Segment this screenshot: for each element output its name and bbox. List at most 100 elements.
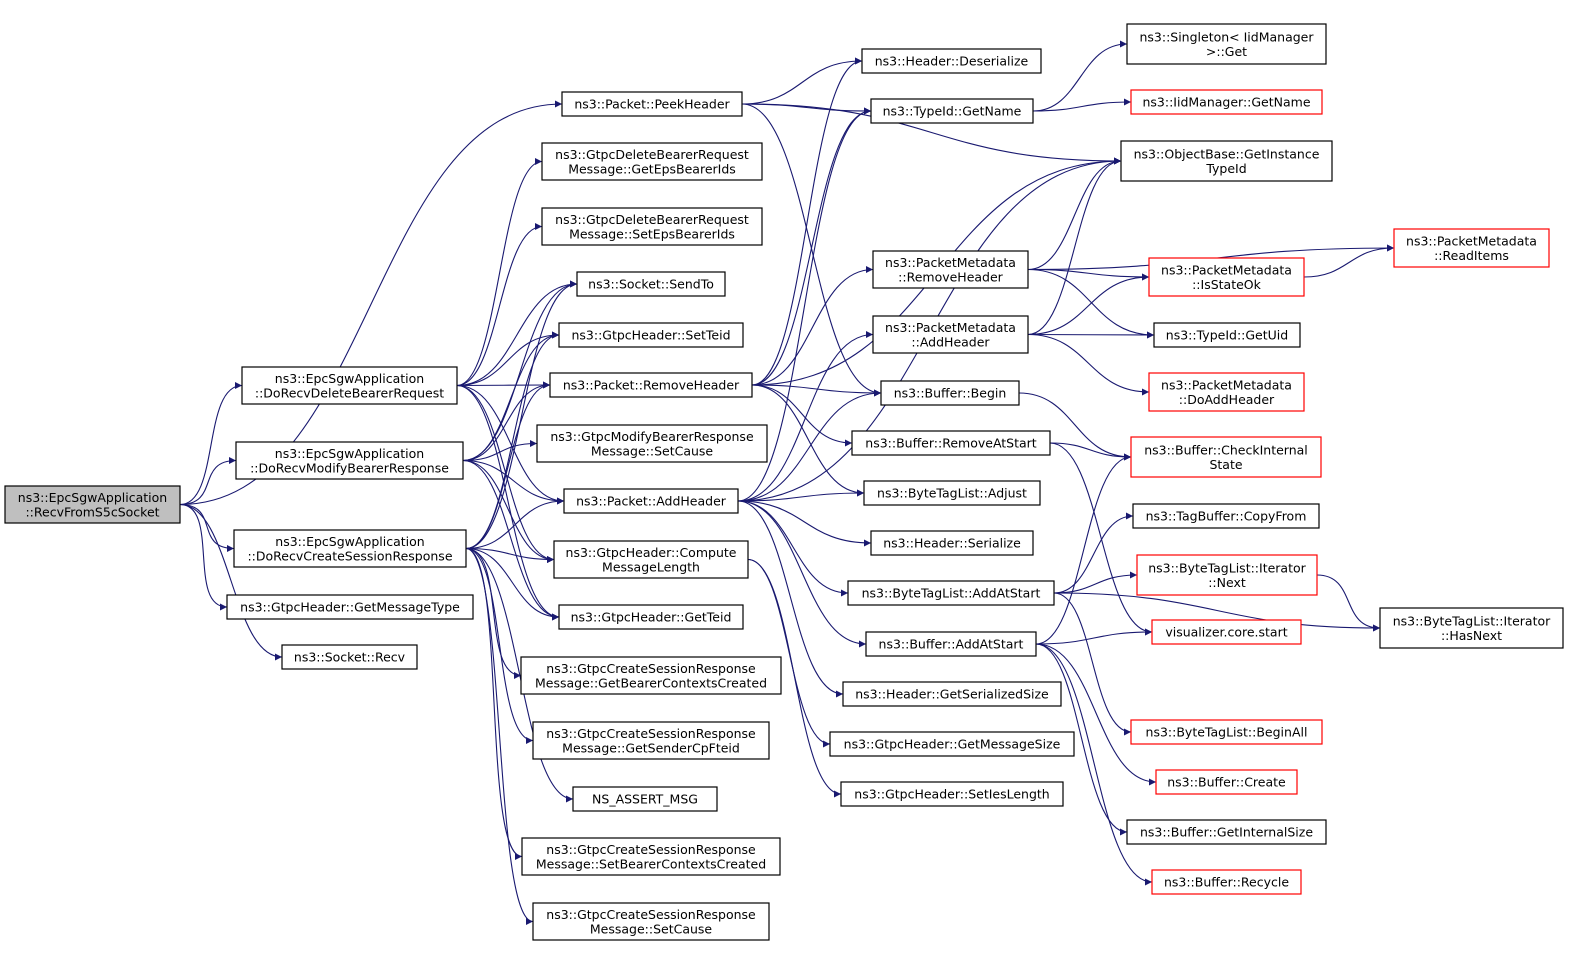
node-btlbeginall[interactable]: ns3::ByteTagList::BeginAll <box>1130 719 1323 745</box>
node-delgetids[interactable]: ns3::GtpcDeleteBearerRequestMessage::Get… <box>541 142 763 181</box>
node-box <box>1153 322 1301 348</box>
node-btliternext[interactable]: ns3::ByteTagList::Iterator::Next <box>1136 554 1318 596</box>
node-modsetcause[interactable]: ns3::GtpcModifyBearerResponseMessage::Se… <box>536 424 768 463</box>
edge-root-to-getmsgtype <box>179 503 228 611</box>
node-pmisstateok[interactable]: ns3::PacketMetadata::IsStateOk <box>1148 257 1305 297</box>
node-label: ns3::Header::Serialize <box>883 536 1021 551</box>
node-label: Message::SetCause <box>591 443 714 458</box>
node-bufbegin[interactable]: ns3::Buffer::Begin <box>880 380 1020 406</box>
node-nsassert[interactable]: NS_ASSERT_MSG <box>572 786 718 812</box>
node-delsetids[interactable]: ns3::GtpcDeleteBearerRequestMessage::Set… <box>541 207 763 246</box>
node-bufcreate[interactable]: ns3::Buffer::Create <box>1155 769 1298 795</box>
edge-addheader-to-hdrserialize <box>737 500 872 547</box>
node-iidgetname[interactable]: ns3::IidManager::GetName <box>1130 89 1323 115</box>
node-gtpcsetieslen[interactable]: ns3::GtpcHeader::SetIesLength <box>840 781 1064 807</box>
node-getmsgtype[interactable]: ns3::GtpcHeader::GetMessageType <box>226 594 474 620</box>
node-box <box>1151 619 1302 645</box>
edge-docreate-to-crsetbcc <box>465 547 523 860</box>
edge-bufaddatstart-to-bufcheckinternal <box>1035 453 1132 645</box>
node-box <box>1379 607 1564 649</box>
node-box <box>4 485 181 524</box>
node-bufgetinternalsize[interactable]: ns3::Buffer::GetInternalSize <box>1126 819 1327 845</box>
node-box <box>572 786 718 812</box>
node-sockrecv[interactable]: ns3::Socket::Recv <box>281 644 418 670</box>
node-box <box>829 731 1075 757</box>
node-setteid[interactable]: ns3::GtpcHeader::SetTeid <box>558 322 744 348</box>
node-box <box>1148 257 1305 297</box>
node-box <box>558 604 744 630</box>
node-bufrecycle[interactable]: ns3::Buffer::Recycle <box>1151 869 1302 895</box>
edge-domodify-to-getteid <box>462 459 560 621</box>
node-box <box>863 480 1041 506</box>
node-hdrdeser[interactable]: ns3::Header::Deserialize <box>861 48 1042 74</box>
nodes-layer: ns3::EpcSgwApplication::RecvFromS5cSocke… <box>4 23 1564 941</box>
node-box <box>553 540 749 579</box>
edge-docreate-to-getteid <box>465 547 560 621</box>
node-crsetbcc[interactable]: ns3::GtpcCreateSessionResponseMessage::S… <box>521 837 781 876</box>
node-peekheader[interactable]: ns3::Packet::PeekHeader <box>561 91 743 117</box>
node-singletonget[interactable]: ns3::Singleton< IidManager >::Get <box>1126 23 1327 65</box>
edge-removeheader-to-btladjust <box>751 384 865 497</box>
node-box <box>576 271 726 297</box>
node-crsetcause[interactable]: ns3::GtpcCreateSessionResponseMessage::S… <box>532 902 770 941</box>
node-bufaddatstart[interactable]: ns3::Buffer::AddAtStart <box>865 631 1037 657</box>
node-pmadd[interactable]: ns3::PacketMetadata::AddHeader <box>872 315 1029 354</box>
node-label: ns3::EpcSgwApplication <box>275 534 424 549</box>
node-pmreaditems[interactable]: ns3::PacketMetadata::ReadItems <box>1393 228 1550 268</box>
node-label: ns3::ByteTagList::BeginAll <box>1146 725 1308 740</box>
node-hdrserialize[interactable]: ns3::Header::Serialize <box>870 530 1034 556</box>
node-tagbufcopy[interactable]: ns3::TagBuffer::CopyFrom <box>1132 503 1320 529</box>
node-root[interactable]: ns3::EpcSgwApplication::RecvFromS5cSocke… <box>4 485 181 524</box>
node-btlhasnext[interactable]: ns3::ByteTagList::Iterator::HasNext <box>1379 607 1564 649</box>
edge-root-to-sockrecv <box>179 503 283 661</box>
edge-addheader-to-bufbegin <box>737 389 882 502</box>
node-label: Message::GetBearerContextsCreated <box>535 675 767 690</box>
node-label: ns3::GtpcCreateSessionResponse <box>546 726 756 741</box>
node-box <box>541 142 763 181</box>
node-label: ns3::Header::GetSerializedSize <box>855 687 1049 702</box>
node-box <box>541 207 763 246</box>
node-sendto[interactable]: ns3::Socket::SendTo <box>576 271 726 297</box>
node-btladjust[interactable]: ns3::ByteTagList::Adjust <box>863 480 1041 506</box>
node-label: ns3::Singleton< IidManager <box>1139 29 1314 44</box>
edge-bufaddatstart-to-bufgetinternalsize <box>1035 643 1128 836</box>
node-pmremove[interactable]: ns3::PacketMetadata::RemoveHeader <box>872 250 1029 289</box>
node-pmdoadd[interactable]: ns3::PacketMetadata::DoAddHeader <box>1148 372 1305 412</box>
node-label: ::RecvFromS5cSocket <box>25 504 159 519</box>
edge-addheader-to-btladjust <box>737 489 865 502</box>
edge-addheader-to-typeidgetname <box>737 107 872 502</box>
node-typeidgetuid[interactable]: ns3::TypeId::GetUid <box>1153 322 1301 348</box>
node-btladdatstart[interactable]: ns3::ByteTagList::AddAtStart <box>847 580 1055 606</box>
node-getteid[interactable]: ns3::GtpcHeader::GetTeid <box>558 604 744 630</box>
node-label: ::AddHeader <box>911 334 990 349</box>
node-dodelete[interactable]: ns3::EpcSgwApplication::DoRecvDeleteBear… <box>241 366 458 405</box>
node-typeidgetname[interactable]: ns3::TypeId::GetName <box>870 98 1034 124</box>
node-box <box>549 372 753 398</box>
node-box <box>1126 23 1327 65</box>
node-gtpcgetmsgsize[interactable]: ns3::GtpcHeader::GetMessageSize <box>829 731 1075 757</box>
node-label: ::DoRecvDeleteBearerRequest <box>255 385 444 400</box>
node-bufremoveatstart[interactable]: ns3::Buffer::RemoveAtStart <box>851 430 1051 456</box>
node-box <box>1130 436 1322 478</box>
edge-domodify-to-computelen <box>462 459 555 563</box>
node-domodify[interactable]: ns3::EpcSgwApplication::DoRecvModifyBear… <box>235 441 464 480</box>
edge-dodelete-to-getteid <box>456 384 560 621</box>
edge-pmremove-to-objbasegetinst <box>1027 157 1122 271</box>
edge-domodify-to-addheader <box>462 459 565 505</box>
node-crgetsender[interactable]: ns3::GtpcCreateSessionResponseMessage::G… <box>532 721 770 760</box>
node-vizstart[interactable]: visualizer.core.start <box>1151 619 1302 645</box>
node-addheader[interactable]: ns3::Packet::AddHeader <box>563 488 739 514</box>
node-label: ns3::GtpcCreateSessionResponse <box>546 907 756 922</box>
node-box <box>281 644 418 670</box>
edge-bufaddatstart-to-bufcreate <box>1035 643 1157 786</box>
node-box <box>870 530 1034 556</box>
node-docreate[interactable]: ns3::EpcSgwApplication::DoRecvCreateSess… <box>233 529 467 568</box>
node-hdrgetsersize[interactable]: ns3::Header::GetSerializedSize <box>842 681 1062 707</box>
node-crgetbcc[interactable]: ns3::GtpcCreateSessionResponseMessage::G… <box>520 656 782 695</box>
node-removeheader[interactable]: ns3::Packet::RemoveHeader <box>549 372 753 398</box>
node-box <box>563 488 739 514</box>
node-label: ns3::Buffer::Recycle <box>1164 875 1289 890</box>
